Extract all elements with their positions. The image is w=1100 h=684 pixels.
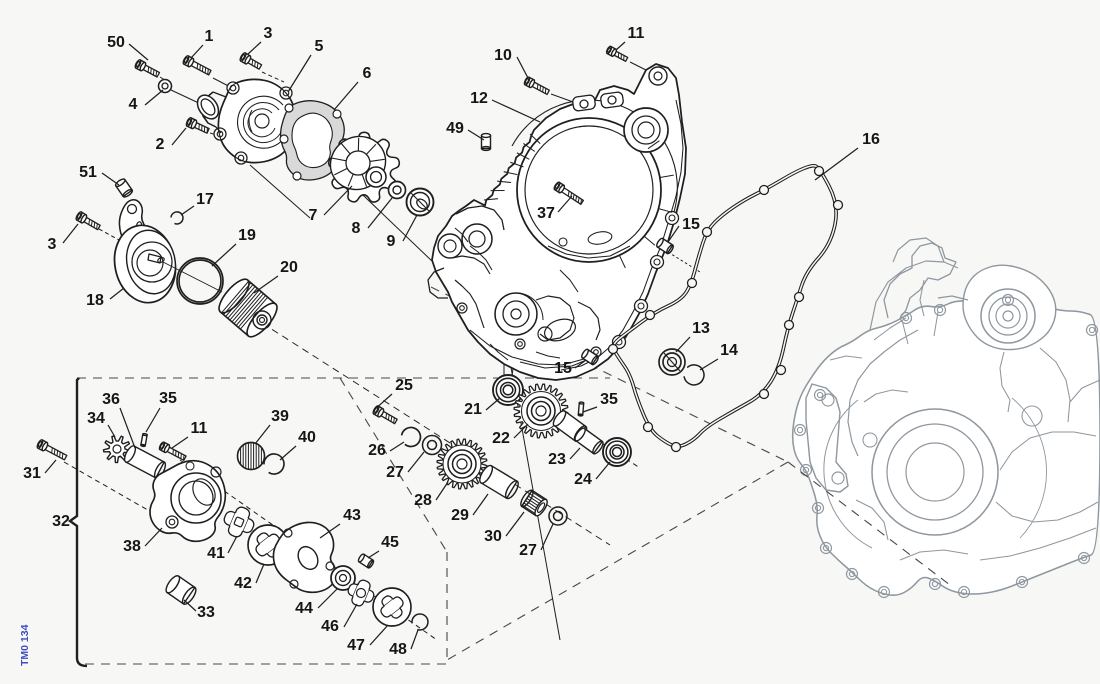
svg-text:8: 8: [352, 220, 361, 237]
svg-text:48: 48: [389, 641, 407, 658]
svg-text:47: 47: [347, 637, 365, 654]
svg-text:TM0 134: TM0 134: [19, 624, 31, 666]
svg-text:13: 13: [692, 320, 710, 337]
svg-text:24: 24: [574, 471, 592, 488]
svg-text:30: 30: [484, 528, 502, 545]
svg-text:38: 38: [123, 538, 141, 555]
svg-text:9: 9: [387, 233, 396, 250]
svg-text:50: 50: [107, 34, 125, 51]
svg-text:45: 45: [381, 534, 399, 551]
svg-text:40: 40: [298, 429, 316, 446]
svg-text:28: 28: [414, 492, 432, 509]
svg-text:1: 1: [205, 28, 214, 45]
svg-text:3: 3: [264, 25, 273, 42]
svg-text:39: 39: [271, 408, 289, 425]
svg-text:16: 16: [862, 131, 880, 148]
svg-text:34: 34: [87, 410, 105, 427]
svg-text:37: 37: [537, 205, 555, 222]
svg-text:33: 33: [197, 604, 215, 621]
svg-text:20: 20: [280, 259, 298, 276]
svg-text:2: 2: [156, 136, 165, 153]
svg-text:31: 31: [23, 465, 41, 482]
svg-text:19: 19: [238, 227, 256, 244]
svg-text:4: 4: [129, 96, 138, 113]
svg-text:29: 29: [451, 507, 469, 524]
svg-text:12: 12: [470, 90, 488, 107]
svg-text:43: 43: [343, 507, 361, 524]
svg-text:14: 14: [720, 342, 738, 359]
svg-text:27: 27: [519, 542, 537, 559]
svg-text:22: 22: [492, 430, 510, 447]
svg-text:6: 6: [363, 65, 372, 82]
svg-text:5: 5: [315, 38, 324, 55]
svg-text:41: 41: [207, 545, 225, 562]
svg-text:15: 15: [554, 360, 572, 377]
svg-text:51: 51: [79, 164, 97, 181]
svg-text:42: 42: [234, 575, 252, 592]
svg-text:7: 7: [309, 207, 318, 224]
svg-text:46: 46: [321, 618, 339, 635]
svg-text:17: 17: [196, 191, 214, 208]
svg-text:35: 35: [159, 390, 177, 407]
svg-text:23: 23: [548, 451, 566, 468]
svg-text:36: 36: [102, 391, 120, 408]
svg-text:26: 26: [368, 442, 386, 459]
svg-text:3: 3: [48, 236, 57, 253]
svg-text:10: 10: [494, 47, 512, 64]
svg-text:27: 27: [386, 464, 404, 481]
svg-text:11: 11: [628, 25, 645, 42]
svg-text:49: 49: [446, 120, 464, 137]
svg-text:15: 15: [682, 216, 700, 233]
svg-text:21: 21: [464, 401, 482, 418]
svg-text:32: 32: [52, 513, 70, 530]
svg-text:35: 35: [600, 391, 618, 408]
svg-text:18: 18: [86, 292, 104, 309]
svg-text:11: 11: [191, 420, 208, 437]
svg-text:44: 44: [295, 600, 313, 617]
svg-text:25: 25: [395, 377, 413, 394]
